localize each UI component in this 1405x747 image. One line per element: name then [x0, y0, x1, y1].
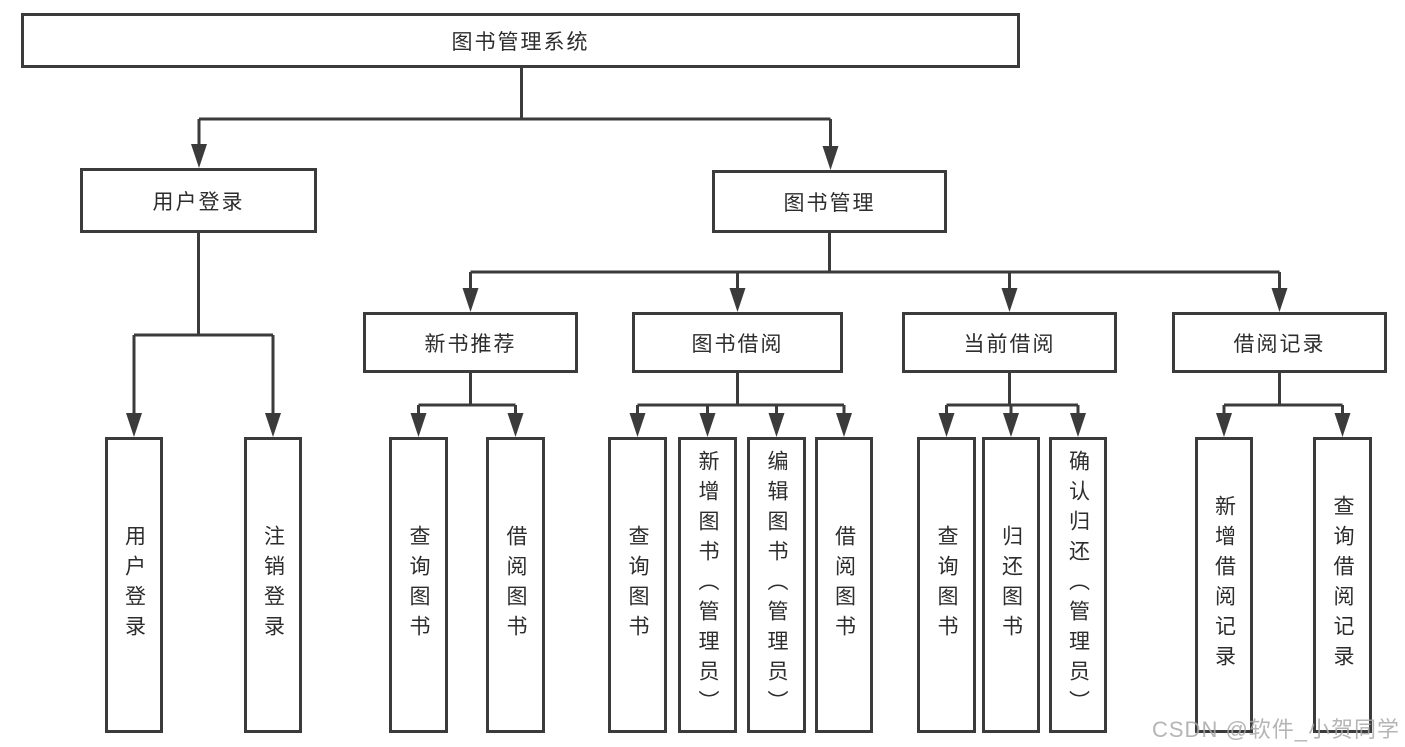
leaf-confirm-return-admin: 确认归还（管理员） — [1049, 437, 1107, 733]
node-user-login: 用户登录 — [80, 168, 317, 233]
leaf-user-login: 用户登录 — [105, 437, 163, 733]
leaf-add-borrow-record-label: 新增借阅记录 — [1212, 495, 1236, 675]
leaf-add-books-admin-label: 新增图书（管理员） — [696, 450, 719, 720]
node-user-login-label: 用户登录 — [152, 190, 245, 214]
leaf-confirm-return-admin-label: 确认归还（管理员） — [1066, 450, 1090, 720]
leaf-edit-books-admin: 编辑图书（管理员） — [747, 437, 806, 733]
node-borrowing-records-label: 借阅记录 — [1233, 332, 1326, 356]
node-borrowing-records: 借阅记录 — [1172, 312, 1387, 373]
leaf-edit-books-admin-label: 编辑图书（管理员） — [765, 450, 788, 720]
leaf-query-books-borrowing-label: 查询图书 — [626, 525, 649, 645]
leaf-query-borrow-record-label: 查询借阅记录 — [1331, 495, 1354, 675]
node-root: 图书管理系统 — [21, 13, 1020, 68]
node-book-borrowing: 图书借阅 — [632, 312, 843, 373]
leaf-borrow-books-recommend-label: 借阅图书 — [504, 525, 527, 645]
leaf-query-books-current: 查询图书 — [917, 437, 976, 733]
leaf-query-books-current-label: 查询图书 — [935, 525, 958, 645]
leaf-user-login-label: 用户登录 — [122, 525, 146, 645]
leaf-query-borrow-record: 查询借阅记录 — [1313, 437, 1372, 733]
leaf-query-books-recommend-label: 查询图书 — [407, 525, 430, 645]
leaf-borrow-books-borrowing: 借阅图书 — [815, 437, 873, 733]
leaf-add-borrow-record: 新增借阅记录 — [1195, 437, 1253, 733]
node-book-management-label: 图书管理 — [783, 191, 876, 215]
leaf-return-books: 归还图书 — [982, 437, 1040, 733]
watermark-text: CSDN @软件_小贺同学 — [1152, 717, 1401, 742]
node-book-management: 图书管理 — [712, 170, 947, 233]
leaf-query-books-recommend: 查询图书 — [389, 437, 448, 733]
node-current-borrowing-label: 当前借阅 — [963, 332, 1056, 356]
leaf-borrow-books-recommend: 借阅图书 — [486, 437, 545, 733]
leaf-add-books-admin: 新增图书（管理员） — [678, 437, 737, 733]
leaf-logout-label: 注销登录 — [261, 525, 285, 645]
leaf-return-books-label: 归还图书 — [999, 525, 1023, 645]
node-book-borrowing-label: 图书借阅 — [691, 332, 784, 356]
leaf-query-books-borrowing: 查询图书 — [608, 437, 667, 733]
node-new-book-recommend: 新书推荐 — [363, 312, 578, 373]
node-new-book-recommend-label: 新书推荐 — [424, 332, 517, 356]
leaf-borrow-books-borrowing-label: 借阅图书 — [832, 525, 856, 645]
node-root-label: 图书管理系统 — [451, 30, 590, 54]
leaf-logout: 注销登录 — [244, 437, 302, 733]
node-current-borrowing: 当前借阅 — [902, 312, 1117, 373]
